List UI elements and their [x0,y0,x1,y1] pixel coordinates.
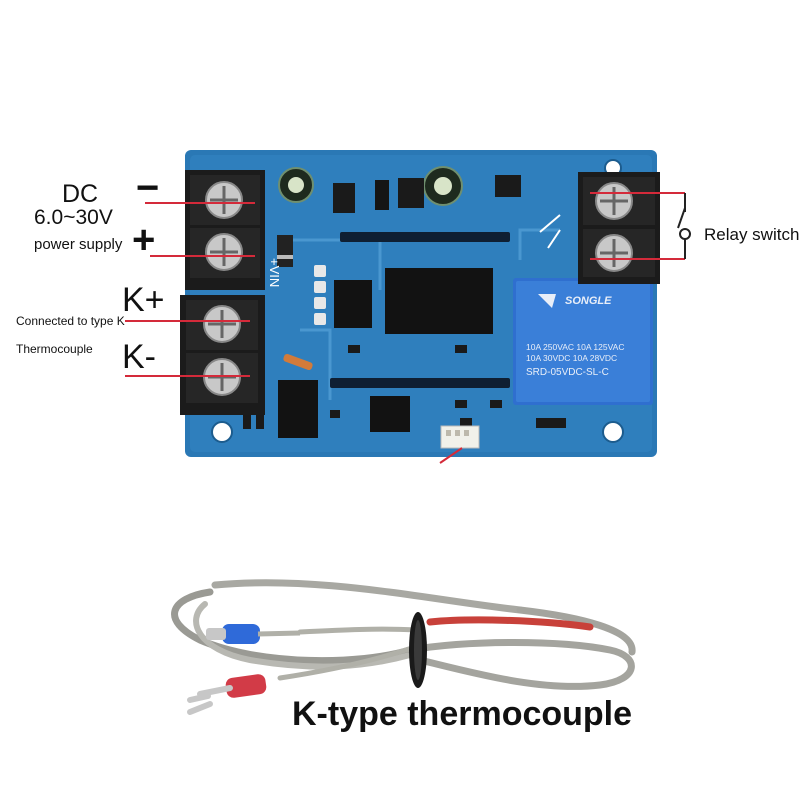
blue-spade-terminal-icon [206,624,301,644]
relay-rating-2: 10A 30VDC 10A 28VDC [526,353,617,363]
callout-lines [125,192,685,464]
connected-label: Connected to type K [16,314,125,328]
thermocouple-label: Thermocouple [16,342,93,356]
power-supply-label: power supply [34,236,123,253]
relay-model: SRD-05VDC-SL-C [526,367,609,378]
relay: SONGLE 10A 250VAC 10A 125VAC 10A 30VDC 1… [513,278,653,405]
caption: K-type thermocouple [292,695,633,733]
relay-rating-1: 10A 250VAC 10A 125VAC [526,342,624,352]
terminal-block-relay [578,172,660,284]
k-minus-label: K- [122,338,156,376]
probe-clip-icon [409,612,427,688]
k-plus-label: K+ [122,281,165,319]
switch-symbol-icon [677,193,691,259]
terminal-block-thermocouple [180,295,265,415]
red-spade-terminal-icon [187,674,267,715]
relay-brand: SONGLE [565,295,612,307]
terminal-block-power [185,170,265,290]
dc-label: DC [62,180,99,208]
voltage-label: 6.0~30V [34,206,113,229]
thermocouple-probe [171,579,636,690]
minus-sign: − [136,166,160,210]
vin-silk: +VIN [267,258,282,287]
plus-sign: + [132,218,156,262]
relay-switch-label: Relay switch [704,225,800,244]
